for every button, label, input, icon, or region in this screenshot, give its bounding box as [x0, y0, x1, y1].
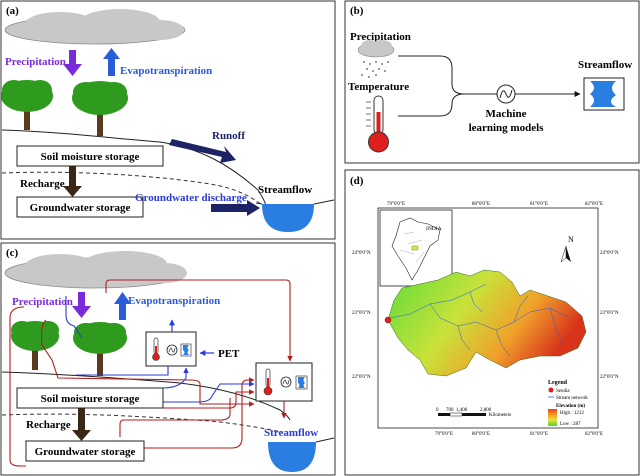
soil-moisture-label: Soil moisture storage [41, 393, 140, 405]
svg-text:81°0'0"E: 81°0'0"E [530, 432, 548, 437]
panel-c: (c) Precipitation Evapotranspiration [0, 242, 336, 476]
groundwater-storage-box [25, 440, 145, 462]
model-symbol-icon [496, 84, 516, 104]
svg-text:24°0'0"N: 24°0'0"N [600, 251, 619, 256]
stream-channel-icon [268, 437, 335, 472]
panel-d-label: (d) [350, 175, 364, 187]
red-flow-lines [9, 279, 293, 467]
svg-text:81°0'0"E: 81°0'0"E [530, 202, 548, 207]
evapotranspiration-label: Evapotranspiration [120, 65, 212, 77]
inset-label: INDIA [426, 226, 442, 232]
model-label-line2: learning models [469, 122, 545, 134]
svg-text:80°0'0"E: 80°0'0"E [472, 202, 490, 207]
soil-moisture-box [16, 145, 164, 167]
streamflow-label: Streamflow [264, 427, 318, 439]
cloud-icon [4, 9, 186, 45]
precipitation-arrow-icon [63, 50, 82, 76]
north-arrow-icon: N [560, 235, 574, 263]
svg-text:23°0'0"N: 23°0'0"N [600, 311, 619, 316]
pet-label: PET [218, 348, 240, 360]
precipitation-arrow-icon [72, 292, 91, 318]
panel-c-label: (c) [6, 247, 19, 259]
svg-text:22°0'0"N: 22°0'0"N [600, 375, 619, 380]
tree-icon [72, 81, 128, 136]
lat-ticks-right: 24°0'0"N 23°0'0"N 22°0'0"N [600, 251, 619, 380]
panel-d: (d) 79°0'0"E 80°0'0"E 81°0'0"E 82°0'0"E … [344, 169, 640, 476]
panel-b-label: (b) [350, 5, 364, 17]
runoff-arrow-icon [169, 139, 236, 163]
legend-sendia: Sendia [556, 389, 570, 394]
soil-moisture-label: Soil moisture storage [41, 151, 140, 163]
tree-icon [73, 322, 127, 376]
legend-low: Low : 287 [560, 422, 581, 427]
recharge-label: Recharge [20, 178, 65, 190]
groundwater-storage-label: Groundwater storage [35, 446, 136, 458]
temperature-input-label: Temperature [348, 81, 409, 93]
streamflow-output-icon [583, 77, 625, 111]
model-box-lower [255, 362, 313, 402]
sendia-marker [384, 316, 392, 324]
runoff-label: Runoff [212, 130, 245, 142]
tree-icon [11, 321, 59, 370]
svg-text:82°0'0"E: 82°0'0"E [585, 432, 603, 437]
legend-stream: Stream network [556, 396, 588, 401]
svg-text:700: 700 [446, 408, 454, 413]
svg-text:79°0'0"E: 79°0'0"E [435, 432, 453, 437]
svg-text:79°0'0"E: 79°0'0"E [387, 202, 405, 207]
evapotranspiration-arrow-icon [114, 292, 131, 320]
model-box-upper [145, 331, 197, 367]
svg-text:N: N [568, 235, 574, 244]
lon-ticks-top: 79°0'0"E 80°0'0"E 81°0'0"E 82°0'0"E [387, 202, 603, 207]
precipitation-input-label: Precipitation [350, 31, 411, 43]
streamflow-output-label: Streamflow [578, 59, 632, 71]
basin-map [384, 269, 587, 377]
lat-ticks-left: 24°0'0"N 23°0'0"N 22°0'0"N [352, 251, 371, 380]
panel-a: (a) Precipitation Evapotranspiration [0, 0, 336, 240]
blue-flow-lines [65, 296, 255, 403]
recharge-arrow-icon [63, 166, 82, 197]
india-inset: INDIA [379, 209, 453, 287]
svg-text:0: 0 [436, 408, 439, 413]
streamflow-label: Streamflow [258, 184, 312, 196]
tree-icon [1, 80, 53, 130]
legend-title: Legend [548, 380, 568, 386]
groundwater-storage-label: Groundwater storage [30, 202, 131, 214]
model-label-line1: Machine [486, 108, 527, 120]
legend-elevation: Elevation (m) [556, 404, 585, 409]
precipitation-label: Precipitation [5, 56, 66, 68]
rain-cloud-icon [357, 40, 395, 78]
groundwater-discharge-arrow-icon [211, 200, 260, 216]
evapotranspiration-arrow-icon [103, 48, 120, 76]
thermometer-icon [366, 95, 389, 153]
groundwater-discharge-label: Groundwater discharge [135, 192, 247, 204]
recharge-arrow-icon [72, 408, 91, 441]
svg-text:82°0'0"E: 82°0'0"E [585, 202, 603, 207]
svg-text:24°0'0"N: 24°0'0"N [352, 251, 371, 256]
precipitation-label: Precipitation [12, 296, 73, 308]
evapotranspiration-label: Evapotranspiration [128, 295, 220, 307]
svg-text:22°0'0"N: 22°0'0"N [352, 375, 371, 380]
groundwater-storage-box [16, 196, 144, 218]
svg-text:80°0'0"E: 80°0'0"E [472, 432, 490, 437]
soil-moisture-box [16, 387, 164, 409]
scale-bar: 0 700 1,400 2,800 Kilometers [436, 408, 511, 418]
svg-text:2,800: 2,800 [480, 408, 492, 413]
svg-text:Kilometers: Kilometers [489, 413, 511, 418]
panel-b: (b) Precipitation Temperature [344, 0, 640, 164]
lon-ticks-bottom: 79°0'0"E 80°0'0"E 81°0'0"E 82°0'0"E [435, 432, 603, 437]
stream-channel-icon [255, 199, 335, 232]
svg-text:23°0'0"N: 23°0'0"N [352, 311, 371, 316]
legend: Legend Sendia Stream network Elevation (… [548, 380, 588, 427]
legend-high: High : 1212 [560, 411, 584, 416]
svg-text:1,400: 1,400 [456, 408, 468, 413]
recharge-label: Recharge [26, 419, 71, 431]
panel-a-label: (a) [6, 5, 19, 17]
